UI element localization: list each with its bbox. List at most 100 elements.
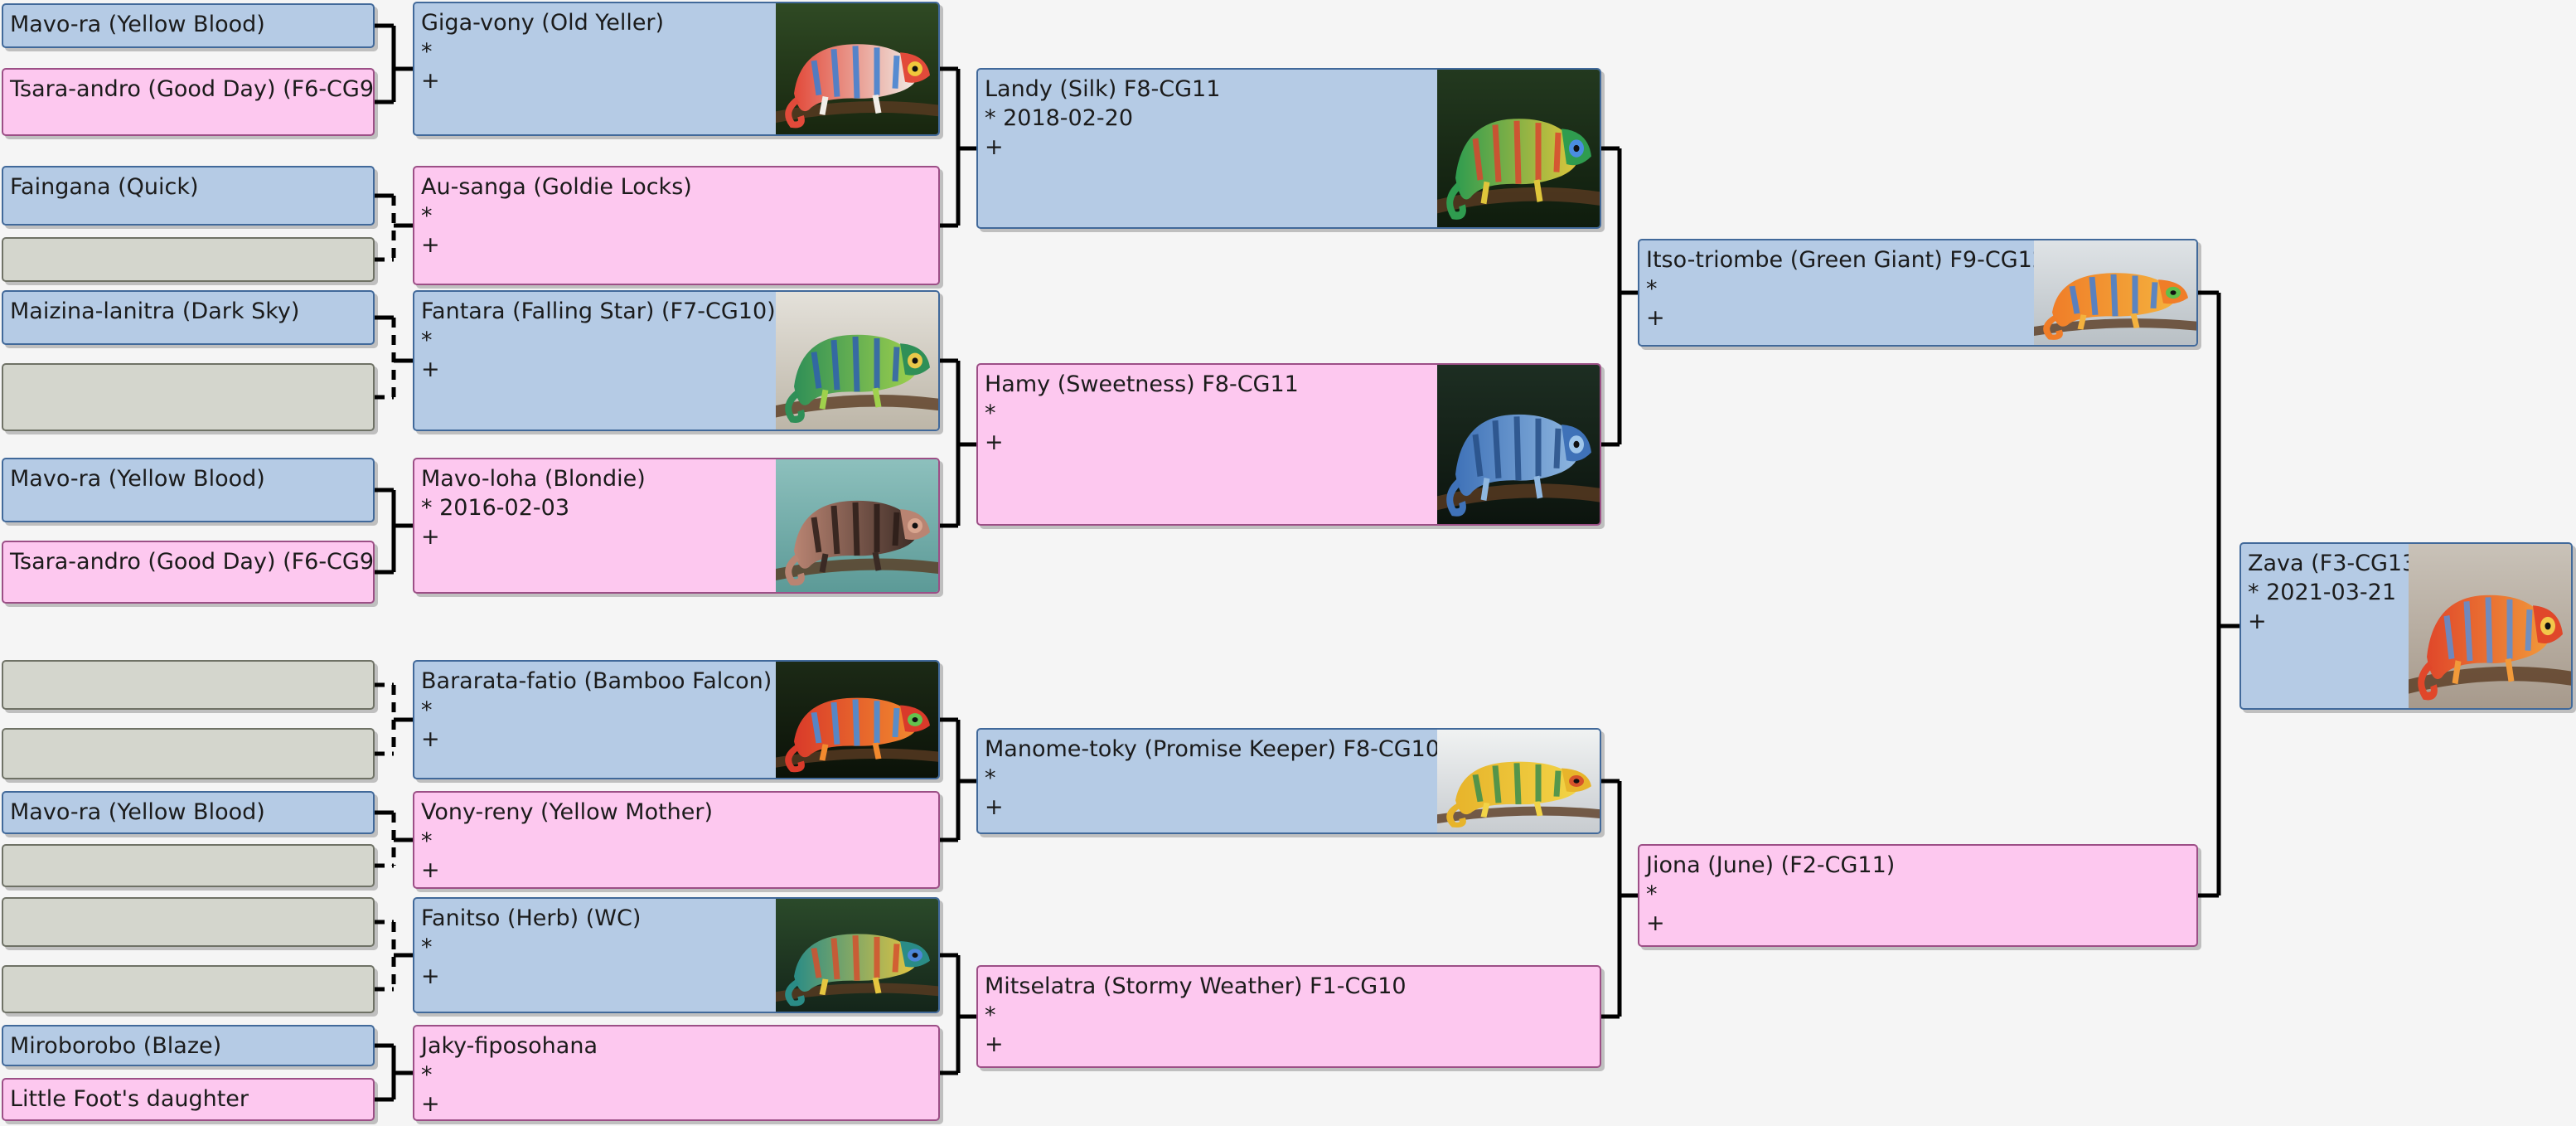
person-name: Faingana (Quick) bbox=[10, 174, 199, 200]
person-died: + bbox=[985, 430, 1004, 455]
person-text bbox=[10, 904, 366, 933]
person-born: * bbox=[1646, 276, 1658, 302]
person-box-manome[interactable]: Manome-toky (Promise Keeper) F8-CG10*+ bbox=[976, 728, 1601, 834]
person-box-unk6[interactable] bbox=[2, 897, 375, 947]
person-name: Hamy (Sweetness) F8-CG11 bbox=[985, 371, 1299, 397]
person-text bbox=[10, 370, 366, 399]
person-born: * bbox=[1646, 881, 1658, 907]
person-text: Jiona (June) (F2-CG11) * + bbox=[1646, 851, 2190, 938]
person-text: Hamy (Sweetness) F8-CG11*+ bbox=[985, 370, 1431, 457]
person-died: + bbox=[985, 1031, 1004, 1057]
person-name: Jaky-fiposohana bbox=[421, 1033, 598, 1059]
person-born: * bbox=[421, 328, 433, 353]
person-text: Landy (Silk) F8-CG11 * 2018-02-20 + bbox=[985, 75, 1431, 162]
person-text: Maizina-lanitra (Dark Sky) bbox=[10, 297, 366, 326]
person-name bbox=[10, 244, 366, 273]
person-born: * 2021-03-21 bbox=[2248, 580, 2396, 605]
person-box-mavora3[interactable]: Mavo-ra (Yellow Blood) bbox=[2, 791, 375, 834]
person-name bbox=[10, 851, 366, 880]
person-name: Giga-vony (Old Yeller) bbox=[421, 10, 665, 36]
person-box-jiona[interactable]: Jiona (June) (F2-CG11) * + bbox=[1638, 844, 2198, 947]
person-died: + bbox=[985, 134, 1004, 160]
person-text: Mavo-ra (Yellow Blood) bbox=[10, 464, 366, 493]
person-box-mavoloha[interactable]: Mavo-loha (Blondie) * 2016-02-03 + bbox=[413, 458, 940, 594]
person-box-faingana[interactable]: Faingana (Quick) bbox=[2, 166, 375, 226]
person-text bbox=[10, 851, 366, 880]
person-text: Giga-vony (Old Yeller)*+ bbox=[421, 8, 769, 95]
person-name bbox=[10, 370, 366, 399]
person-text: Bararata-fatio (Bamboo Falcon) * + bbox=[421, 667, 772, 754]
person-born: * bbox=[421, 828, 433, 854]
person-box-giga[interactable]: Giga-vony (Old Yeller)*+ bbox=[413, 2, 940, 136]
person-name: Mavo-ra (Yellow Blood) bbox=[10, 12, 265, 37]
person-born: * 2016-02-03 bbox=[421, 495, 569, 521]
person-box-tsara1[interactable]: Tsara-andro (Good Day) (F6-CG9) bbox=[2, 68, 375, 136]
person-text: Mavo-loha (Blondie) * 2016-02-03 + bbox=[421, 464, 769, 551]
person-died: + bbox=[1646, 910, 1665, 936]
person-box-fanitso[interactable]: Fanitso (Herb) (WC)*+ bbox=[413, 897, 940, 1013]
person-died: + bbox=[421, 726, 440, 752]
person-died: + bbox=[421, 524, 440, 550]
person-name bbox=[10, 904, 366, 933]
person-text: Faingana (Quick) bbox=[10, 172, 366, 201]
person-name: Jiona (June) (F2-CG11) bbox=[1646, 852, 1896, 878]
person-box-fantara[interactable]: Fantara (Falling Star) (F7-CG10) * + bbox=[413, 290, 940, 431]
person-text: Miroborobo (Blaze) bbox=[10, 1031, 366, 1060]
chameleon-photo-red-white bbox=[776, 3, 938, 134]
person-died: + bbox=[421, 1091, 440, 1117]
person-box-unk5[interactable] bbox=[2, 844, 375, 887]
person-born: * bbox=[985, 1002, 996, 1028]
person-box-bararata[interactable]: Bararata-fatio (Bamboo Falcon) * + bbox=[413, 660, 940, 779]
person-name: Miroborobo (Blaze) bbox=[10, 1033, 222, 1059]
person-text: Mavo-ra (Yellow Blood) bbox=[10, 10, 366, 39]
person-text bbox=[10, 972, 366, 1001]
person-died: + bbox=[421, 857, 440, 883]
chameleon-photo-teal bbox=[776, 899, 938, 1012]
person-born: * 2018-02-20 bbox=[985, 105, 1133, 131]
person-box-unk4[interactable] bbox=[2, 728, 375, 779]
person-box-maizina[interactable]: Maizina-lanitra (Dark Sky) bbox=[2, 290, 375, 345]
person-died: + bbox=[421, 357, 440, 382]
person-text bbox=[10, 244, 366, 273]
person-born: * bbox=[421, 1062, 433, 1088]
person-text bbox=[10, 667, 366, 696]
person-text: Jaky-fiposohana * + bbox=[421, 1031, 932, 1119]
person-born: * bbox=[421, 697, 433, 723]
person-box-mavora1[interactable]: Mavo-ra (Yellow Blood) bbox=[2, 3, 375, 48]
person-box-unk3[interactable] bbox=[2, 660, 375, 710]
person-name: Au-sanga (Goldie Locks) bbox=[421, 174, 692, 200]
person-name: Tsara-andro (Good Day) (F6-CG9) bbox=[10, 549, 375, 575]
chameleon-photo-orange bbox=[2034, 240, 2196, 345]
person-born: * bbox=[421, 203, 433, 229]
person-name: Bararata-fatio (Bamboo Falcon) bbox=[421, 668, 772, 694]
person-box-tsara2[interactable]: Tsara-andro (Good Day) (F6-CG9) bbox=[2, 541, 375, 604]
person-name: Fanitso (Herb) (WC) bbox=[421, 905, 642, 931]
person-box-unk7[interactable] bbox=[2, 965, 375, 1013]
chameleon-photo-blue bbox=[1437, 365, 1600, 524]
person-box-landy[interactable]: Landy (Silk) F8-CG11 * 2018-02-20 + bbox=[976, 68, 1601, 229]
person-text: Mitselatra (Stormy Weather) F1-CG10*+ bbox=[985, 972, 1593, 1059]
person-name: Mavo-ra (Yellow Blood) bbox=[10, 466, 265, 492]
chameleon-photo-red bbox=[2409, 544, 2571, 708]
person-box-vonyreny[interactable]: Vony-reny (Yellow Mother)*+ bbox=[413, 791, 940, 889]
person-text: Au-sanga (Goldie Locks)*+ bbox=[421, 172, 932, 260]
person-box-hamy[interactable]: Hamy (Sweetness) F8-CG11*+ bbox=[976, 363, 1601, 526]
chameleon-photo-multicolor bbox=[1437, 70, 1600, 227]
person-box-mavora2[interactable]: Mavo-ra (Yellow Blood) bbox=[2, 458, 375, 522]
person-box-littlefoot[interactable]: Little Foot's daughter bbox=[2, 1078, 375, 1121]
person-box-unk2[interactable] bbox=[2, 363, 375, 431]
person-box-mitselatra[interactable]: Mitselatra (Stormy Weather) F1-CG10*+ bbox=[976, 965, 1601, 1068]
person-name: Fantara (Falling Star) (F7-CG10) bbox=[421, 298, 776, 324]
person-name: Landy (Silk) F8-CG11 bbox=[985, 76, 1221, 102]
chameleon-photo-green bbox=[776, 292, 938, 430]
person-box-miroborobo[interactable]: Miroborobo (Blaze) bbox=[2, 1025, 375, 1066]
person-box-zava[interactable]: Zava (F3-CG13)* 2021-03-21+ bbox=[2239, 542, 2573, 710]
person-box-unk1[interactable] bbox=[2, 237, 375, 282]
person-box-itso[interactable]: Itso-triombe (Green Giant) F9-CG12*+ bbox=[1638, 239, 2198, 347]
person-died: + bbox=[2248, 609, 2267, 634]
person-name: Mavo-loha (Blondie) bbox=[421, 466, 646, 492]
person-box-jaky[interactable]: Jaky-fiposohana * + bbox=[413, 1025, 940, 1121]
person-box-ausanga[interactable]: Au-sanga (Goldie Locks)*+ bbox=[413, 166, 940, 285]
